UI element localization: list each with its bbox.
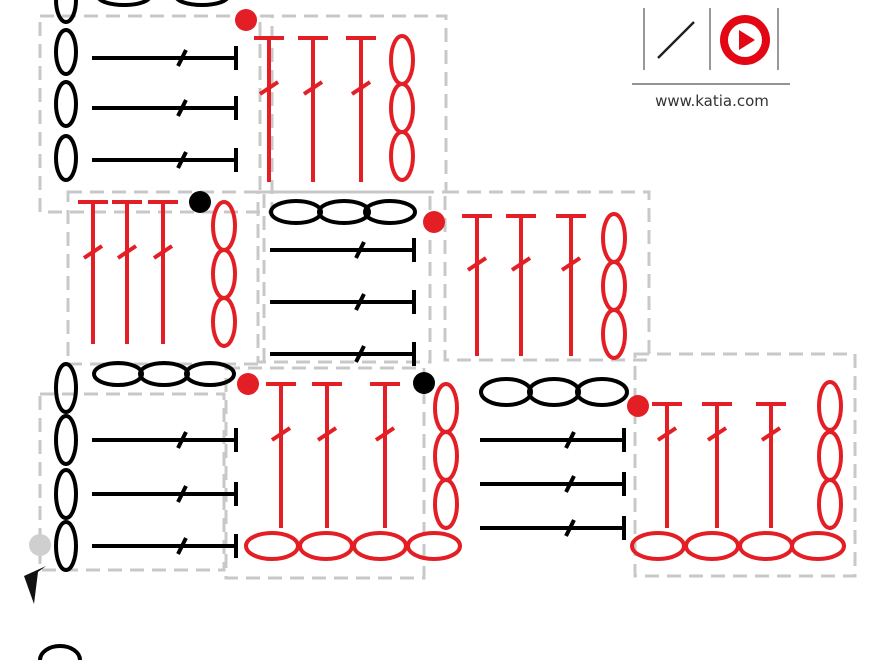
- double-crochet: [266, 382, 296, 528]
- chain-stitch: [138, 361, 190, 387]
- chain-stitch: [175, 0, 229, 7]
- block-outline: [224, 366, 426, 580]
- double-crochet: [270, 290, 416, 314]
- double-crochet: [298, 36, 328, 182]
- double-crochet: [270, 238, 416, 262]
- chain-stitch: [817, 380, 843, 432]
- chain-stitch: [97, 0, 151, 7]
- chain-stitch: [269, 199, 323, 225]
- double-crochet: [506, 214, 536, 356]
- chain-stitch: [54, 0, 78, 24]
- block-outline: [633, 352, 857, 578]
- chain-stitch: [184, 361, 236, 387]
- chain-stitch: [54, 80, 78, 128]
- chain-stitch: [298, 531, 354, 561]
- slip-stitch-dots: [29, 9, 649, 556]
- slip-stitch: [189, 191, 211, 213]
- chain-stitch: [389, 82, 415, 134]
- slip-stitch: [627, 395, 649, 417]
- slip-stitch: [413, 372, 435, 394]
- block-outline: [38, 392, 226, 572]
- chain-stitch: [211, 200, 237, 252]
- chain-stitch: [317, 199, 371, 225]
- double-crochet: [92, 148, 238, 172]
- chain-stitch: [54, 134, 78, 182]
- black-stitches: [54, 0, 629, 572]
- chain-stitch: [575, 377, 629, 407]
- double-crochet: [92, 534, 238, 558]
- chain-stitch: [54, 28, 78, 76]
- chain-stitch: [54, 520, 78, 572]
- double-crochet: [78, 200, 108, 344]
- double-crochet: [346, 36, 376, 182]
- double-crochet: [652, 402, 682, 528]
- chain-stitch: [738, 531, 794, 561]
- double-crochet: [370, 382, 400, 528]
- double-crochet: [480, 428, 626, 452]
- double-crochet: [148, 200, 178, 344]
- chain-stitch: [406, 531, 462, 561]
- chain-stitch: [630, 531, 686, 561]
- double-crochet: [92, 482, 238, 506]
- double-crochet: [270, 342, 416, 366]
- chain-stitch: [790, 531, 846, 561]
- chain-stitch: [433, 478, 459, 530]
- double-crochet: [480, 472, 626, 496]
- start-arrow-icon: [24, 566, 46, 604]
- chain-stitch: [211, 296, 237, 348]
- brand-url: www.katia.com: [655, 92, 769, 110]
- block-outline: [38, 14, 274, 214]
- double-crochet: [462, 214, 492, 356]
- chain-stitch: [433, 382, 459, 434]
- chain-stitch: [389, 130, 415, 182]
- chain-stitch: [527, 377, 581, 407]
- partial-chain-stitch: [38, 644, 82, 661]
- red-stitches: [78, 34, 846, 561]
- double-crochet: [254, 36, 284, 182]
- chain-stitch: [54, 414, 78, 466]
- slash-icon: [657, 21, 695, 59]
- double-crochet: [92, 96, 238, 120]
- chain-stitch: [601, 260, 627, 312]
- slip-stitch: [423, 211, 445, 233]
- double-crochet: [92, 428, 238, 452]
- chain-stitch: [817, 430, 843, 482]
- chain-stitch: [479, 377, 533, 407]
- chain-stitch: [433, 430, 459, 482]
- chain-stitch: [389, 34, 415, 86]
- double-crochet: [112, 200, 142, 344]
- brand-logo: [632, 8, 790, 85]
- chain-stitch: [211, 248, 237, 300]
- double-crochet: [312, 382, 342, 528]
- chain-stitch: [363, 199, 417, 225]
- block-outline: [256, 190, 432, 364]
- chain-stitch: [92, 361, 144, 387]
- block-outline: [258, 14, 448, 194]
- chain-stitch: [817, 478, 843, 530]
- double-crochet: [702, 402, 732, 528]
- chain-stitch: [54, 468, 78, 520]
- slip-stitch: [235, 9, 257, 31]
- double-crochet: [756, 402, 786, 528]
- chain-stitch: [601, 308, 627, 360]
- chain-stitch: [54, 362, 78, 414]
- block-outline: [443, 190, 651, 362]
- double-crochet: [556, 214, 586, 356]
- double-crochet: [92, 46, 238, 70]
- double-crochet: [480, 516, 626, 540]
- chain-stitch: [601, 212, 627, 264]
- start-point: [29, 534, 51, 556]
- chain-stitch: [352, 531, 408, 561]
- play-icon: [720, 15, 770, 65]
- slip-stitch: [237, 373, 259, 395]
- chain-stitch: [684, 531, 740, 561]
- chain-stitch: [244, 531, 300, 561]
